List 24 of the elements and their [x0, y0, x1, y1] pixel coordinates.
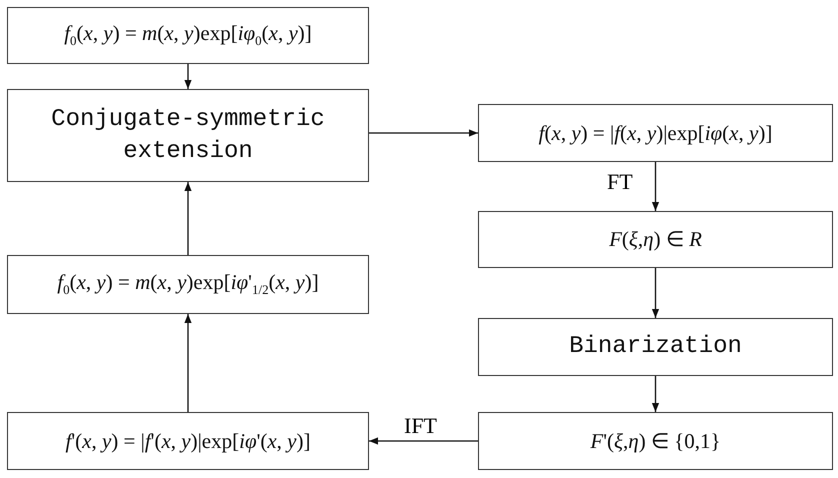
process-box [478, 211, 833, 268]
arrow [184, 182, 192, 255]
formula: f(x, y) = |f(x, y)|exp[iφ(x, y)] [538, 120, 772, 146]
arrow [184, 314, 192, 412]
arrow [652, 376, 660, 412]
formula: f'(x, y) = |f'(x, y)|exp[iφ'(x, y)] [65, 428, 310, 454]
step-label: Binarization [569, 332, 742, 362]
process-box [7, 7, 369, 64]
arrow [184, 64, 192, 89]
formula: f$_{0}$(x, y) = m(x, y)exp[iφ$_{0}$(x, y)] [64, 21, 312, 50]
arrow [369, 129, 478, 137]
process-box [7, 255, 369, 314]
process-box [7, 89, 369, 182]
process-box [478, 104, 833, 162]
formula: F(ξ,η) ∈ R [609, 227, 702, 252]
formula: F'(ξ,η) ∈ {0,1} [590, 428, 721, 454]
arrow [369, 437, 478, 445]
step-label: Conjugate-symmetric extension [50, 105, 326, 166]
formula: f$_{0}$(x, y) = m(x, y)exp[iφ'$_{1/2}$(x, y)] [57, 270, 319, 299]
arrow [652, 162, 660, 211]
process-box [478, 318, 833, 376]
process-box [478, 412, 833, 470]
arrow [652, 268, 660, 318]
process-box [7, 412, 369, 470]
